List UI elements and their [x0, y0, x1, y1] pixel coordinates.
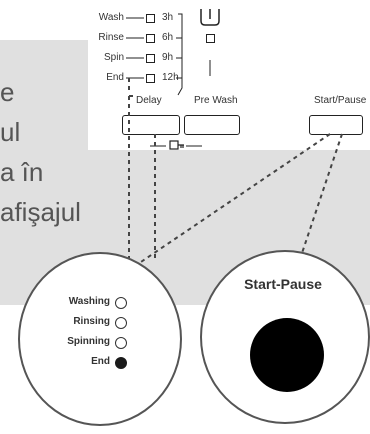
prewash-button[interactable]: [184, 115, 240, 135]
start-pause-large-button[interactable]: [250, 318, 324, 392]
program-label-end: End: [106, 72, 124, 83]
body-text-line-3: a în: [0, 157, 44, 187]
led-label-rinsing: Rinsing: [73, 316, 110, 327]
tub-icon: [200, 9, 220, 26]
led-spinning: [115, 337, 127, 349]
body-text-line-2: ul: [0, 117, 21, 147]
prewash-button-label: Pre Wash: [194, 95, 238, 106]
key-lock-icon: [169, 140, 184, 150]
body-text-line-1: e: [0, 77, 15, 107]
indicator-light-rinse: [146, 34, 155, 43]
delay-button-label: Delay: [136, 95, 162, 106]
delay-time-3h: 3h: [162, 12, 174, 23]
zoom-circle-indicators: [18, 252, 182, 426]
program-label-wash: Wash: [98, 12, 124, 23]
start-pause-button-label: Start/Pause: [314, 95, 367, 106]
body-text-line-4: afişajul: [0, 197, 81, 227]
start-pause-button[interactable]: [309, 115, 363, 135]
led-washing: [115, 297, 127, 309]
led-label-end: End: [91, 356, 110, 367]
start-pause-title: Start-Pause: [244, 276, 322, 292]
delay-button[interactable]: [122, 115, 180, 135]
program-label-spin: Spin: [103, 52, 124, 63]
prewash-indicator-light: [206, 34, 215, 43]
indicator-light-wash: [146, 14, 155, 23]
delay-time-12h: 12h: [162, 72, 179, 83]
program-label-rinse: Rinse: [98, 32, 124, 43]
led-rinsing: [115, 317, 127, 329]
indicator-light-end: [146, 74, 155, 83]
led-label-washing: Washing: [68, 296, 110, 307]
led-end: [115, 357, 127, 369]
led-label-spinning: Spinning: [67, 336, 110, 347]
delay-time-6h: 6h: [162, 32, 174, 43]
indicator-light-spin: [146, 54, 155, 63]
delay-time-9h: 9h: [162, 52, 174, 63]
